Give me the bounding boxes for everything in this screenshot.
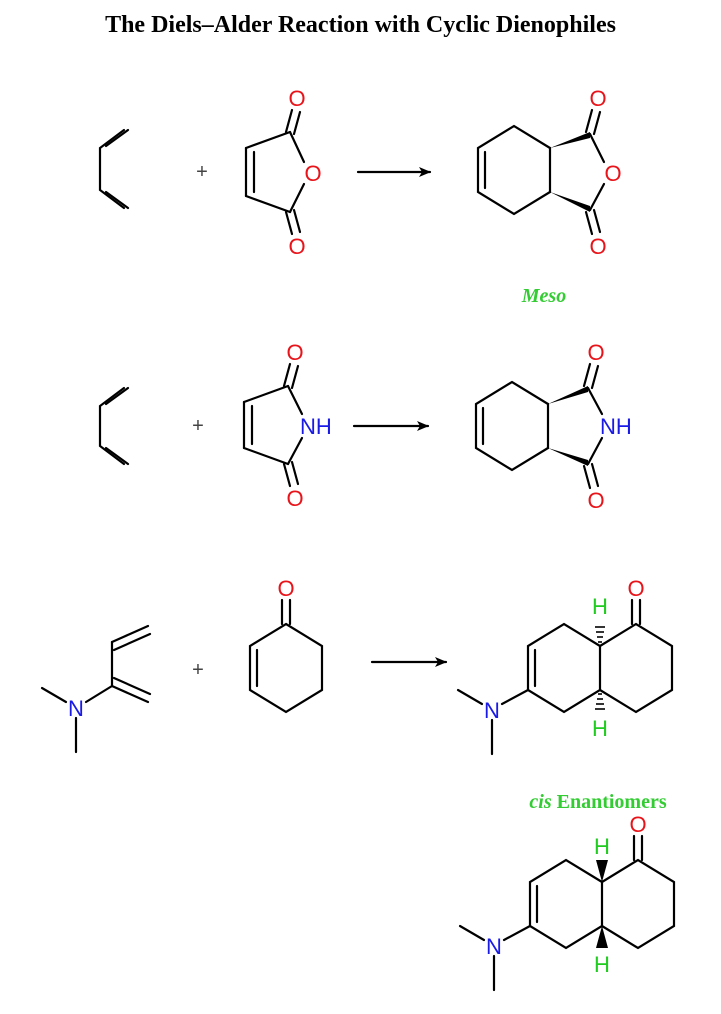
caption-cis-enantiomers: cis Enantiomers (529, 791, 666, 813)
bold-wedge (596, 926, 608, 948)
oxygen-atom: O (587, 340, 604, 365)
caption-cis: cis (529, 791, 551, 813)
nitrogen-atom: N (484, 698, 500, 723)
hydrogen-atom: H (594, 834, 610, 859)
oxygen-atom: O (277, 576, 294, 601)
plus-sign-1: + (196, 161, 208, 183)
hydrogen-atom: H (594, 952, 610, 977)
product-octalone-1: O H H N (456, 576, 674, 756)
plus-sign-2: + (192, 415, 204, 437)
oxygen-atom: O (286, 340, 303, 365)
oxygen-atom: O (589, 234, 606, 259)
caption-meso: Meso (521, 285, 566, 307)
hydrogen-atom: H (592, 716, 608, 741)
reaction-1: + O O O (98, 86, 622, 307)
nh-group: NH (300, 414, 332, 439)
butadiene-2 (98, 386, 130, 466)
hydrogen-atom: H (592, 594, 608, 619)
product-octalone-2: O H H N (458, 812, 676, 992)
oxygen-atom: O (627, 576, 644, 601)
product-anhydride: O O O (476, 86, 622, 259)
caption-enantiomers: Enantiomers (557, 791, 667, 813)
maleic-anhydride: O O O (244, 86, 322, 259)
reaction-3: N + O O (40, 576, 676, 992)
oxygen-atom: O (286, 486, 303, 511)
page-title: The Diels–Alder Reaction with Cyclic Die… (105, 12, 616, 38)
product-imide: O NH O (474, 340, 632, 513)
maleimide: O NH O (242, 340, 332, 511)
plus-sign-3: + (192, 659, 204, 681)
nitrogen-atom: N (68, 696, 84, 721)
oxygen-atom: O (288, 86, 305, 111)
oxygen-atom: O (587, 488, 604, 513)
reaction-2: + O NH O (98, 340, 632, 513)
nitrogen-atom: N (486, 934, 502, 959)
oxygen-atom: O (604, 161, 621, 186)
hashed-wedge (595, 626, 605, 710)
amino-diene: N (40, 624, 152, 754)
oxygen-atom: O (304, 161, 321, 186)
butadiene-1 (98, 128, 130, 210)
bold-wedge (596, 860, 608, 882)
oxygen-atom: O (589, 86, 606, 111)
cyclohexenone: O (248, 576, 324, 714)
oxygen-atom: O (288, 234, 305, 259)
nh-group: NH (600, 414, 632, 439)
oxygen-atom: O (629, 812, 646, 837)
